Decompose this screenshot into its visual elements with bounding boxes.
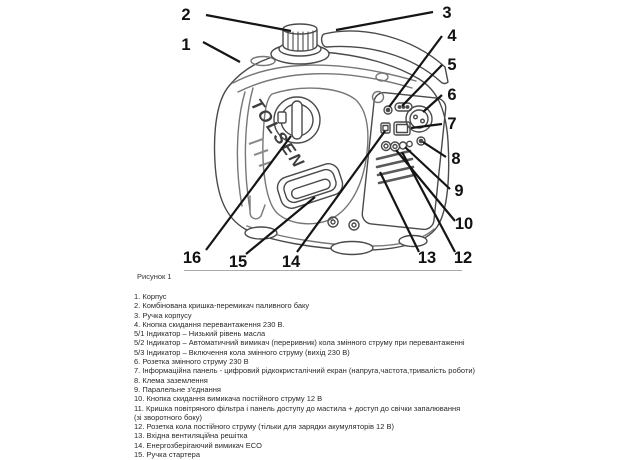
legend-item: 5/2 Індикатор – Автоматичний вимикач (пе…: [134, 338, 465, 348]
callout-4: 4: [447, 27, 457, 45]
callout-14: 14: [282, 253, 301, 270]
ground-terminal: [416, 136, 426, 146]
logo-speed-lines: [248, 138, 272, 167]
legend-item: 14. Енергозберігаючий вимикач ECO: [134, 440, 263, 450]
legend-item: 8. Клема заземлення: [134, 375, 208, 385]
callout-2: 2: [181, 6, 190, 24]
legend-item: 5/3 Індикатор – Включення кола змінного …: [134, 347, 350, 357]
legend-item: 15. Ручка стартера: [134, 450, 201, 460]
generator-diagram: TOLSEN: [181, 4, 473, 271]
callout-8: 8: [451, 150, 460, 168]
combined-switch-knob: [273, 96, 321, 144]
callout-13: 13: [418, 249, 436, 267]
parts-legend: 1. Корпус 2. Комбінована кришка-перемика…: [134, 292, 612, 460]
callout-1: 1: [181, 36, 190, 54]
figure-caption: Рисунок 1: [137, 272, 172, 281]
callout-lines: [202, 10, 456, 255]
callout-16: 16: [183, 249, 201, 267]
callout-12: 12: [454, 249, 472, 267]
lcd-display: [393, 121, 411, 136]
generator-figure: TOLSEN: [181, 4, 473, 271]
legend-item: 12. Розетка кола постійного струму (тіль…: [134, 422, 394, 432]
legend-item: 2. Комбінована кришка-перемикач паливног…: [134, 301, 310, 311]
legend-item: 7. Інформаційна панель - цифровий рідкок…: [134, 366, 476, 376]
callout-9: 9: [454, 182, 463, 200]
starter-grip: [276, 163, 344, 209]
legend-item: 6. Розетка змінного струму 230 В: [134, 357, 249, 367]
callout-3: 3: [442, 4, 451, 22]
legend-item: 1. Корпус: [134, 292, 167, 301]
eco-switch: [380, 122, 391, 134]
overload-reset-button: [383, 105, 393, 115]
generator-body: [213, 50, 450, 251]
foot-center: [330, 240, 374, 256]
legend-item: 3. Ручка корпусу: [134, 310, 192, 320]
ac-socket: [405, 105, 433, 133]
legend-item: 9. Паралельне з'єднання: [134, 384, 221, 394]
legend-item: 5/1 Індикатор – Низький рівень масла: [134, 329, 266, 339]
callout-6: 6: [447, 86, 456, 104]
callout-7: 7: [447, 115, 456, 133]
legend-item: 13. Вхідна вентиляційна решітка: [134, 431, 248, 441]
callout-15: 15: [229, 253, 247, 270]
legend-item: 10. Кнопка скидання вимикача постійного …: [134, 394, 323, 404]
legend-item: 4. Кнопка скидання перевантаження 230 В.: [134, 319, 285, 329]
callout-10: 10: [455, 215, 473, 233]
legend-item: 11. Кришка повітряного фільтра і панель …: [134, 403, 461, 422]
fuel-cap: [270, 23, 330, 65]
caption-divider: [184, 270, 462, 271]
carry-handle: [320, 30, 449, 85]
callout-5: 5: [447, 56, 456, 74]
